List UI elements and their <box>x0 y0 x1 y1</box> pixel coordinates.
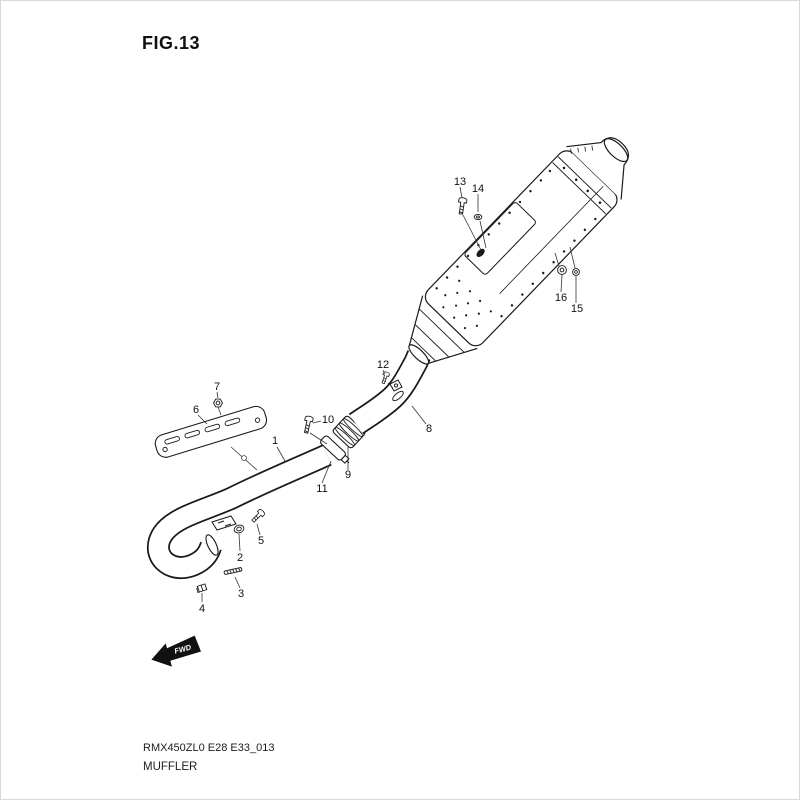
washer-14-icon <box>473 213 483 221</box>
mid-pipe-bracket-tab <box>389 379 403 392</box>
flange-bracket <box>211 515 237 531</box>
callout-5: 5 <box>258 535 264 547</box>
tail-cap <box>566 137 630 200</box>
bolt-5-icon <box>251 508 266 523</box>
bolt-13-icon <box>458 197 468 215</box>
spacer-16-icon <box>557 265 567 275</box>
callout-8: 8 <box>426 423 432 435</box>
perforation-dots <box>442 279 492 330</box>
heat-shield <box>154 405 268 458</box>
bolt-12-icon <box>381 371 390 385</box>
callout-13: 13 <box>454 176 466 188</box>
callout-11: 11 <box>316 483 327 495</box>
callout-15: 15 <box>571 303 583 315</box>
nut-4-icon <box>196 583 208 594</box>
header-exhaust-pipe <box>146 444 332 579</box>
band-rivets <box>562 166 602 204</box>
callout-7: 7 <box>214 381 220 393</box>
washer-15-icon <box>572 268 580 276</box>
shield-mount-link <box>230 446 258 471</box>
callout-2: 2 <box>237 552 243 564</box>
leader-lines <box>197 186 577 602</box>
callout-6: 6 <box>193 404 199 416</box>
callout-14: 14 <box>472 183 484 195</box>
silencer-body <box>408 137 630 365</box>
callout-9: 9 <box>345 469 351 481</box>
callout-12: 12 <box>377 359 389 371</box>
figure-name: MUFFLER <box>143 761 198 773</box>
fwd-direction-arrow: FWD <box>151 635 201 667</box>
callout-4: 4 <box>199 603 205 615</box>
pipe-clamp <box>320 435 350 464</box>
header-pipe-flange <box>205 534 219 556</box>
nut-7-icon <box>212 398 224 408</box>
gasket-2-icon <box>233 524 245 534</box>
bolt-10-icon <box>303 415 314 434</box>
callout-1: 1 <box>272 435 278 447</box>
stud-3-icon <box>223 567 243 575</box>
fwd-label: FWD <box>173 642 192 655</box>
figure-part-code: RMX450ZL0 E28 E33_013 <box>143 742 275 754</box>
figure-title: FIG.13 <box>142 33 201 53</box>
callout-3: 3 <box>238 588 244 600</box>
mounting-bracket-panel <box>464 202 536 275</box>
callout-10: 10 <box>322 414 334 426</box>
callout-16: 16 <box>555 292 567 304</box>
mid-pipe <box>348 349 431 435</box>
